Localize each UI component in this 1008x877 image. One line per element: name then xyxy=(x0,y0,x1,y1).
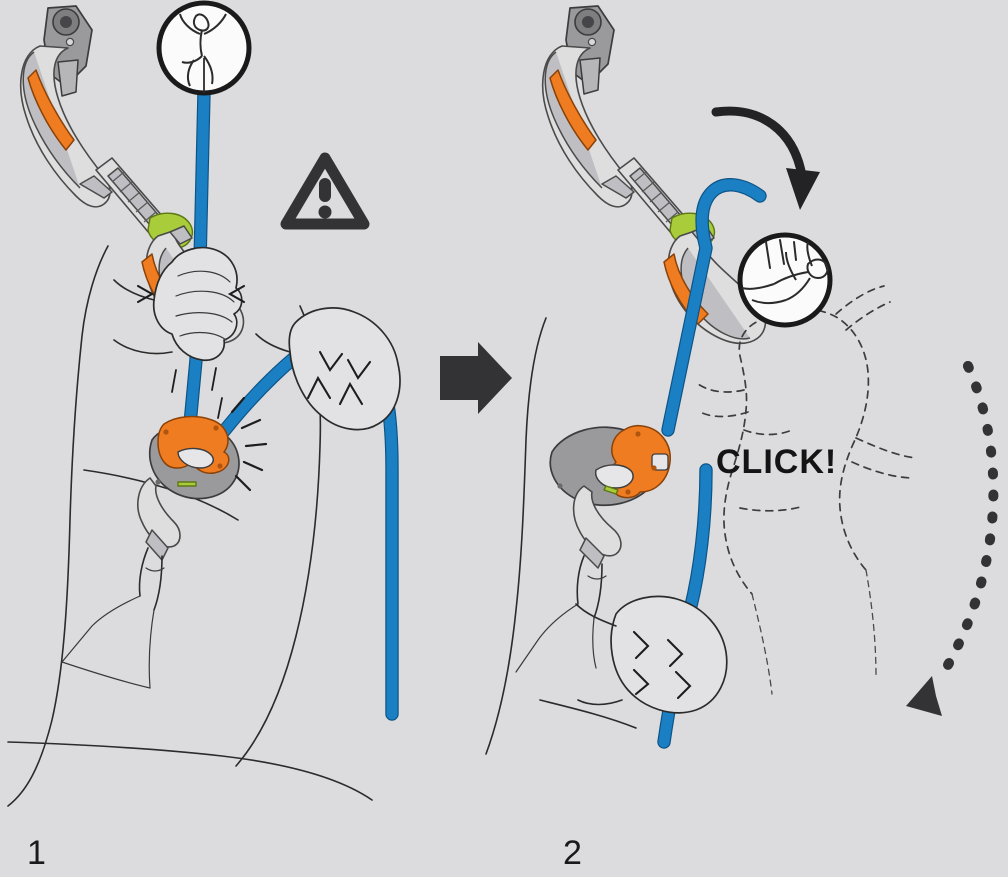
bolt-hanger-icon-p1 xyxy=(43,5,93,97)
impact-burst-p1 xyxy=(230,396,268,492)
panel-1-number: 1 xyxy=(27,834,46,872)
harness-outline-p1 xyxy=(61,547,165,689)
click-sound-label: CLICK! xyxy=(716,443,838,481)
brake-fist-p1 xyxy=(255,307,401,431)
panel-2-group xyxy=(485,5,999,755)
fall-swing-arrow-p2 xyxy=(906,361,999,716)
step-flow-arrow xyxy=(440,342,512,414)
rope-load-arrow-p2 xyxy=(711,106,820,210)
top-carabiner-p1 xyxy=(20,37,113,208)
panel-2-number: 2 xyxy=(563,834,582,872)
warning-triangle-exclamation-icon xyxy=(280,152,370,230)
belay-device-p2 xyxy=(549,424,671,569)
panel-1-group xyxy=(7,0,401,807)
inset-climber-falling xyxy=(737,232,833,328)
squeeze-marks-p1 xyxy=(136,284,246,304)
harness-outline-p2 xyxy=(515,555,607,673)
blue-climbing-rope-p2 xyxy=(661,178,767,437)
dashed-pulled-body-p2 xyxy=(697,285,917,695)
brake-fist-p2 xyxy=(575,595,728,714)
rope-motion-ticks-p1 xyxy=(171,367,223,419)
belayer-body-outline-p2 xyxy=(485,317,637,755)
belay-device-p1 xyxy=(137,415,240,561)
gripping-fist-p1 xyxy=(113,246,243,362)
top-carabiner-p2 xyxy=(542,37,635,208)
inset-climber-climbing xyxy=(156,0,252,96)
